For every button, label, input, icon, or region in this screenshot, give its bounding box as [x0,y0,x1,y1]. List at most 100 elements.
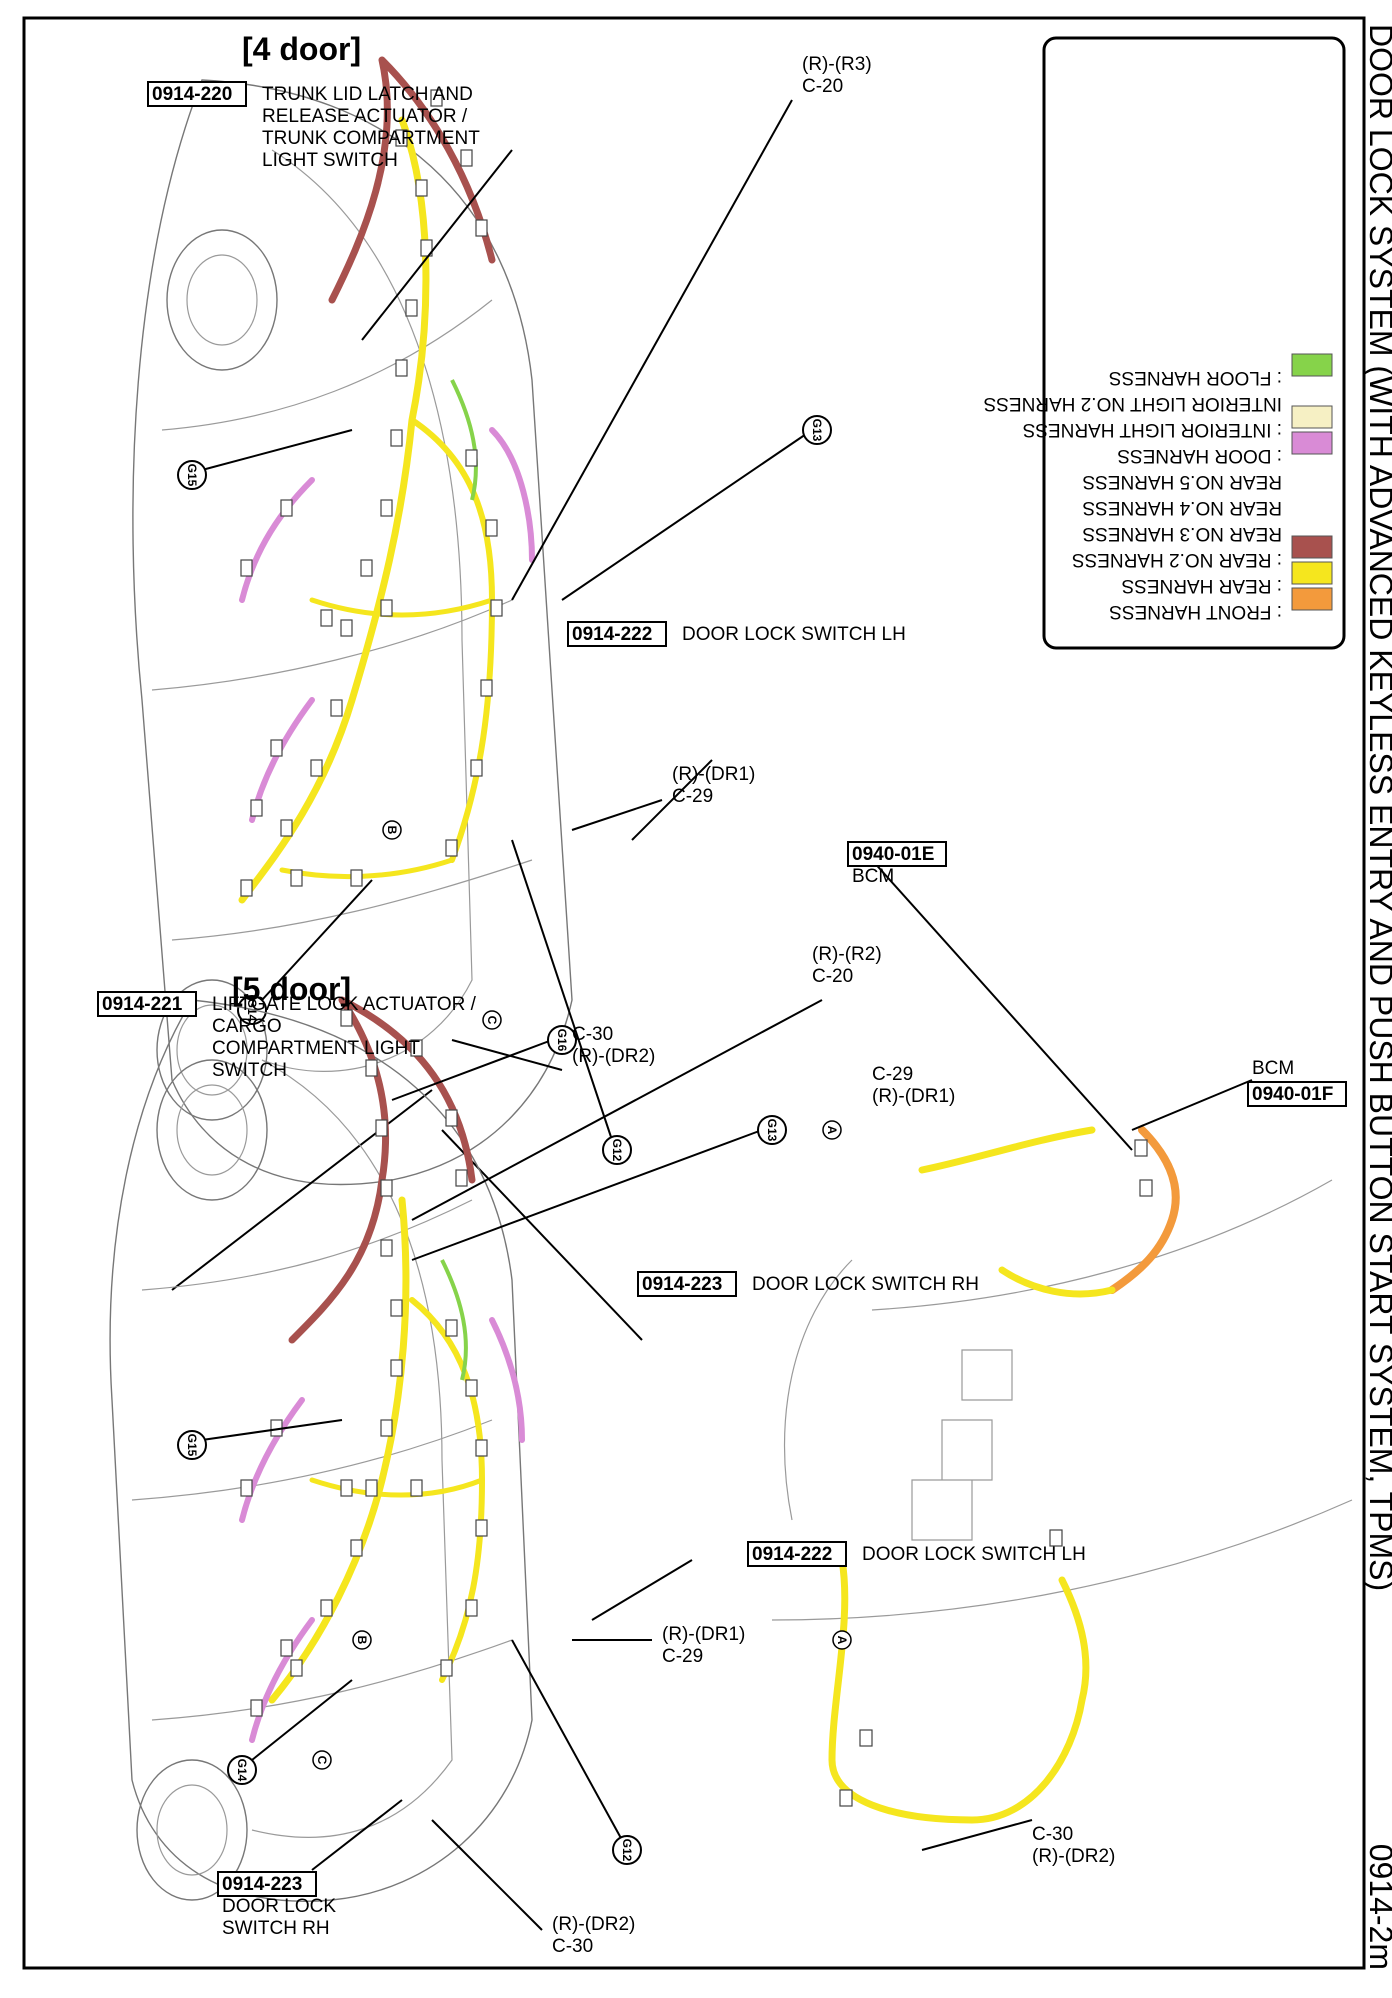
harness-connector [280,1639,293,1657]
harness-connector [445,1109,458,1127]
svg-text:C-29: C-29 [662,1646,703,1667]
svg-text:C-20: C-20 [812,966,853,987]
harness-connector [280,819,293,837]
harness-connector [320,1599,333,1617]
svg-text:A: A [835,1636,849,1645]
page-title: DOOR LOCK SYSTEM (WITH ADVANCED KEYLESS … [1363,24,1392,1591]
svg-text:0914-222: 0914-222 [572,624,652,645]
ground-g16-5d: G16 [547,1025,577,1055]
marker-c-5d: C [312,1750,332,1770]
five-door-door-harness [239,1317,525,1743]
bcm-rear-harness-lower [828,1556,1090,1824]
harness-connector [290,1659,303,1677]
ground-g14-5d: G14 [227,1755,257,1785]
label-4d-220: 0914-220 TRUNK LID LATCH AND RELEASE ACT… [147,81,480,171]
leader-4d-g14 [261,879,373,1001]
svg-text:[4 door]: [4 door] [242,31,361,67]
svg-text:A: A [825,1126,839,1135]
ref-box [567,621,667,647]
leader-5d-222 [591,1559,693,1621]
harness-connector [475,1439,488,1457]
page-id: 0914-2m [1363,1844,1392,1970]
ref-box [747,1541,847,1567]
svg-text:C-20: C-20 [802,76,843,97]
label-5d-c30: (R)-(DR2) C-30 [552,1914,635,1957]
ref-box [1247,1081,1347,1107]
ground-g14-4d: G14 [237,995,267,1025]
legend-label: REAR NO.4 HARNESS [1082,497,1282,518]
harness-connector [410,1039,423,1057]
harness-connector [440,1659,453,1677]
svg-text:G14: G14 [235,1759,249,1782]
harness-connector [365,1059,378,1077]
harness-connector [380,499,393,517]
harness-connector [470,759,483,777]
harness-connector [250,799,263,817]
svg-text:(R)-(DR2): (R)-(DR2) [552,1914,635,1935]
harness-connector [330,699,343,717]
four-door-front-wheel [166,229,278,371]
harness-connector [290,869,303,887]
four-door-vehicle: G13 G15 G14 G12 B C [4 door] [132,31,832,1341]
four-door-rear-harness-main [238,116,430,904]
harness-connector [360,559,373,577]
harness-connector [445,1319,458,1337]
harness-connector [280,499,293,517]
svg-text:(R)-(R3): (R)-(R3) [802,54,872,75]
svg-text:0940-01F: 0940-01F [1252,1084,1333,1105]
harness-connector [390,429,403,447]
four-door-rear-wheel [156,979,268,1121]
legend-label: REAR NO.5 HARNESS [1082,471,1282,492]
legend-label: : INTERIOR LIGHT HARNESS [1023,419,1282,440]
legend-swatch [1291,561,1333,585]
svg-text:SWITCH: SWITCH [212,1060,287,1081]
leader-5d-c30 [431,1819,543,1931]
svg-text:(R)-(DR2): (R)-(DR2) [572,1046,655,1067]
bcm-connector [1049,1529,1063,1547]
leader-4d-221 [171,1089,433,1291]
leader-bcm-c30 [921,1819,1033,1851]
svg-text:DOOR LOCK SWITCH RH: DOOR LOCK SWITCH RH [752,1274,979,1295]
harness-connector [490,599,503,617]
harness-connector [365,1479,378,1497]
harness-connector [430,89,443,107]
four-door-floor-harness [450,379,478,501]
svg-text:G13: G13 [810,419,824,442]
label-5d-222: 0914-222 DOOR LOCK SWITCH LH [747,1541,1086,1567]
harness-connector [380,1239,393,1257]
harness-connector [465,1379,478,1397]
label-bcm-f: BCM 0940-01F [1247,1058,1347,1107]
four-door-front-wheel-hub [186,254,258,346]
svg-text:C-29: C-29 [672,786,713,807]
variant-5-door: [5 door] [232,971,351,1007]
harness-connector [415,179,428,197]
svg-text:LIGHT SWITCH: LIGHT SWITCH [262,150,398,171]
svg-text:DOOR LOCK SWITCH LH: DOOR LOCK SWITCH LH [682,624,906,645]
variant-4-door: [4 door] [242,31,361,67]
leader-4d-c20 [511,99,793,601]
five-door-roof-line [251,1059,453,1838]
svg-text:0914-222: 0914-222 [752,1544,832,1565]
ground-g12-4d: G12 [602,1135,632,1165]
svg-text:B: B [385,826,399,835]
five-door-pillar-c [151,1639,513,1721]
leader-5d-g15 [201,1419,343,1441]
label-4d-221: 0914-221 LIFTGATE LOCK ACTUATOR / CARGO … [97,991,477,1081]
five-door-pillar-b [131,1419,493,1501]
leader-5d-g14 [251,1679,353,1761]
ground-g15-4d: G15 [177,460,207,490]
legend-swatch [1291,535,1333,559]
five-door-rear-wheel [136,1759,248,1901]
harness-connector [395,129,408,147]
leader-5d-c20 [411,999,823,1221]
bcm-rear-harness [918,1126,1116,1298]
front-harness [1108,1126,1180,1294]
svg-text:G15: G15 [185,464,199,487]
leader-4d-220 [361,149,513,341]
bcm-connector [1134,1139,1148,1157]
leader-4d-g13 [561,429,813,601]
svg-text:G12: G12 [610,1139,624,1162]
harness-connector [420,239,433,257]
